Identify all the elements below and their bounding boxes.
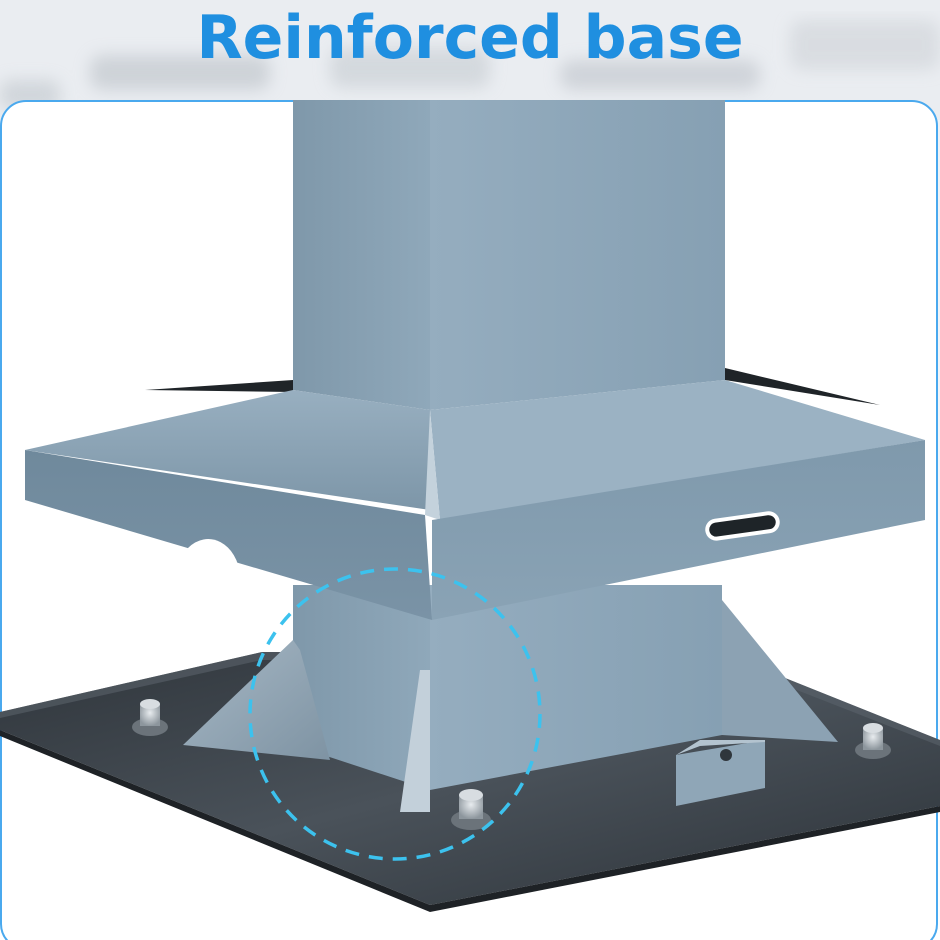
headline-title: Reinforced base [196,3,744,73]
post-lower-left-face [293,585,430,790]
gusset-left [183,640,330,760]
post-upper-left-face [293,100,430,410]
shroud-top-right [430,380,925,520]
gusset-right [722,600,838,742]
bolt-center [451,789,491,830]
shroud-front-left [25,450,432,620]
post-upper-right-face [430,100,725,410]
dashed-circle-icon [248,567,542,861]
bolt-left [132,699,168,736]
post-lower-right-face [430,585,722,790]
shroud-top-left [25,390,430,510]
cable-cutout [188,539,240,585]
tab-bracket [676,740,765,806]
shroud-front-right [432,440,925,620]
bolt-right [855,723,891,759]
